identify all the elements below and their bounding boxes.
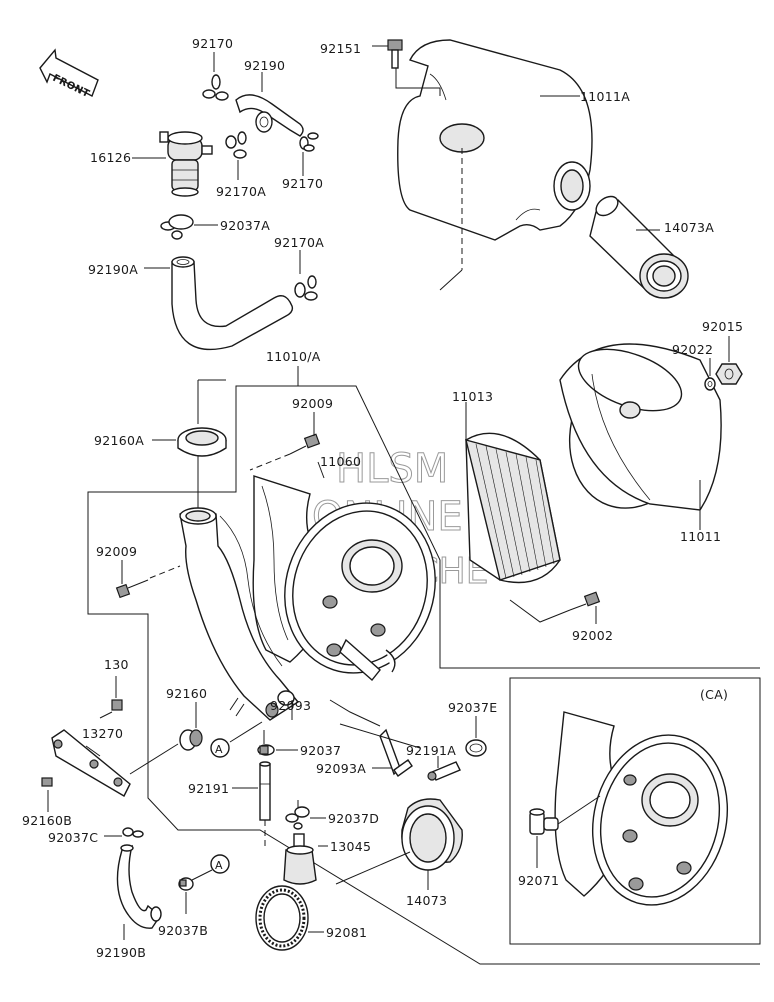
oring-92081 — [255, 885, 309, 951]
part-92037C: 92037C — [48, 830, 98, 845]
callout-a-upper: A — [210, 721, 263, 758]
base-plate-11010A — [252, 475, 436, 682]
part-11013: 11013 — [452, 389, 493, 404]
part-92037D: 92037D — [328, 811, 379, 826]
cap-13045 — [283, 833, 317, 885]
grommet-92160 — [179, 729, 203, 751]
part-92037E: 92037E — [448, 700, 497, 715]
part-92081: 92081 — [326, 925, 367, 940]
ca-variant-box: (CA) — [509, 677, 761, 945]
part-92037B: 92037B — [158, 923, 208, 938]
part-92191: 92191 — [188, 781, 229, 796]
part-16126: 16126 — [90, 150, 131, 165]
part-92170-top: 92170 — [192, 36, 233, 51]
clamp-92170A-second — [294, 275, 318, 301]
part-92170A-2: 92170A — [274, 235, 324, 250]
clamp-92170A — [225, 131, 247, 159]
bolt-130 — [99, 699, 123, 719]
part-92190B: 92190B — [96, 945, 146, 960]
clamp-92037 — [257, 744, 275, 756]
bracket-13270 — [51, 729, 131, 797]
clamp-92037A — [160, 214, 194, 240]
cover-11011A — [397, 39, 593, 241]
part-11011A: 11011A — [580, 89, 630, 104]
part-92190A: 92190A — [88, 262, 138, 277]
tube-92191 — [259, 761, 271, 821]
part-92009-2: 92009 — [96, 544, 137, 559]
part-11060: 11060 — [320, 454, 361, 469]
part-92170-2: 92170 — [282, 176, 323, 191]
part-92071: 92071 — [518, 873, 559, 888]
part-92037A: 92037A — [220, 218, 270, 233]
part-92037: 92037 — [300, 743, 341, 758]
clamp-92037E — [465, 739, 487, 757]
nut-92160B — [41, 777, 53, 787]
clamp-92170-top — [202, 74, 229, 101]
part-92002: 92002 — [572, 628, 613, 643]
watermark-line1: HLSM — [336, 446, 448, 492]
intake-duct — [179, 507, 300, 721]
clamp-92037D — [285, 806, 310, 830]
bolt-92151 — [387, 39, 403, 69]
pipe-92093A — [379, 728, 413, 777]
part-11010A: 11010/A — [266, 349, 321, 364]
clamp-92037C — [122, 827, 144, 838]
part-92093: 92093 — [270, 698, 311, 713]
part-92190: 92190 — [244, 58, 285, 73]
part-92093A: 92093A — [316, 761, 366, 776]
part-13045: 13045 — [330, 839, 371, 854]
part-92191A: 92191A — [406, 743, 456, 758]
part-92160A: 92160A — [94, 433, 144, 448]
bolt-92009-upper — [289, 433, 321, 455]
valve-16126 — [159, 131, 213, 197]
filter-element-11013 — [465, 432, 561, 584]
part-14073: 14073 — [406, 893, 447, 908]
tube-92191A — [427, 761, 461, 781]
bolt-92009-lower — [115, 579, 149, 599]
hose-92190 — [235, 94, 304, 137]
callout-a-lower: A — [191, 854, 230, 881]
fitting-92071 — [529, 808, 559, 835]
part-130: 130 — [104, 657, 129, 672]
part-92151: 92151 — [320, 41, 361, 56]
part-92160B: 92160B — [22, 813, 72, 828]
callout-a-upper-letter: A — [215, 743, 223, 756]
duct-14073 — [401, 798, 463, 871]
front-arrow-icon: FRONT — [39, 48, 99, 100]
clamp-92037B — [178, 877, 194, 891]
washer-92022 — [704, 377, 716, 391]
part-92160: 92160 — [166, 686, 207, 701]
grommet-92160A — [177, 427, 227, 457]
nut-92015 — [715, 363, 743, 385]
part-14073A: 14073A — [664, 220, 714, 235]
part-92009-1: 92009 — [292, 396, 333, 411]
hose-92190A — [171, 256, 294, 351]
part-92170A-1: 92170A — [216, 184, 266, 199]
filter-cover-11011 — [559, 343, 722, 511]
part-92022: 92022 — [672, 342, 713, 357]
duct-14073A — [589, 195, 689, 299]
ca-label: (CA) — [700, 687, 728, 702]
callout-a-lower-letter: A — [215, 859, 223, 872]
part-92015: 92015 — [702, 319, 743, 334]
bolt-92002 — [569, 591, 601, 611]
hose-92190B — [116, 844, 162, 929]
clamp-92170-second — [299, 132, 319, 152]
part-13270: 13270 — [82, 726, 123, 741]
part-11011: 11011 — [680, 529, 721, 544]
